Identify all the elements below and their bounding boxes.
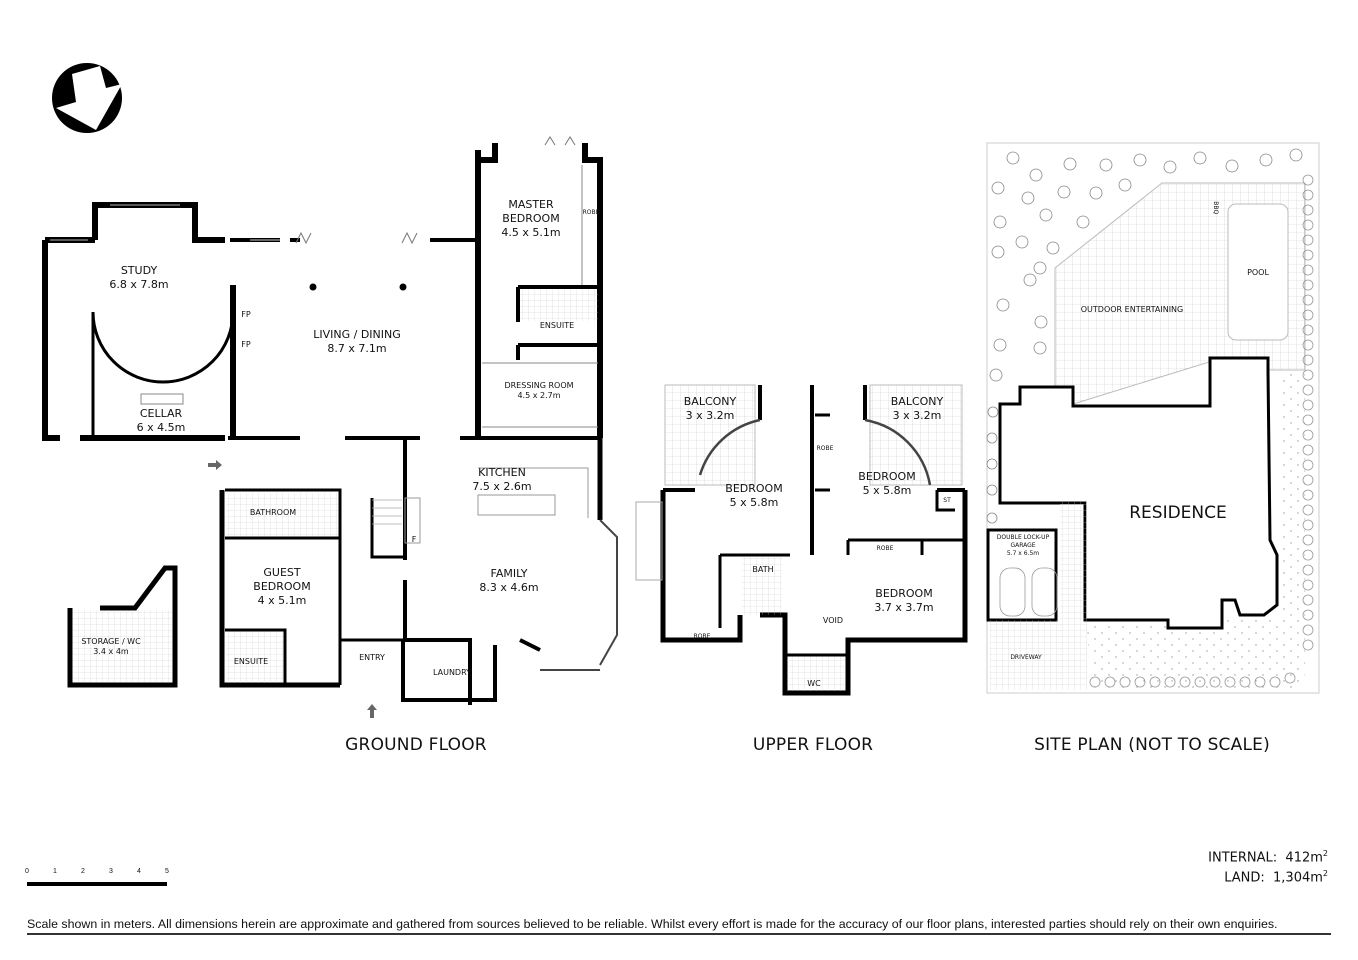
fireplace-label: FP bbox=[241, 340, 251, 349]
scale-tick: 5 bbox=[165, 868, 169, 875]
scale-bar: 0 1 2 3 4 5 bbox=[25, 868, 169, 886]
scale-tick: 0 bbox=[25, 868, 29, 875]
area-label-pool: POOL bbox=[1247, 268, 1269, 277]
internal-area: INTERNAL: 412m2 bbox=[1208, 849, 1328, 866]
room-label-bathroom: BATHROOM bbox=[249, 508, 297, 517]
fireplace-label: FP bbox=[241, 310, 251, 319]
room-label-wc: WC bbox=[807, 679, 821, 688]
scale-tick: 2 bbox=[81, 868, 85, 875]
ground-floor-plan bbox=[42, 136, 618, 718]
bbq-label: BBQ bbox=[1212, 201, 1220, 215]
area-label-outdoor-entertaining: OUTDOOR ENTERTAINING bbox=[1080, 305, 1184, 314]
upper-floor-title: UPPER FLOOR bbox=[752, 735, 874, 755]
room-label-void: VOID bbox=[822, 616, 844, 625]
site-plan-title: SITE PLAN (NOT TO SCALE) bbox=[1034, 735, 1270, 755]
robe-label: ROBE bbox=[876, 545, 894, 552]
robe-label: ROBE bbox=[693, 633, 711, 640]
land-area: LAND: 1,304m2 bbox=[1224, 869, 1328, 886]
area-label-residence: RESIDENCE bbox=[1129, 503, 1227, 523]
room-label-entry: ENTRY bbox=[359, 653, 385, 662]
area-label-driveway: DRIVEWAY bbox=[1010, 654, 1042, 661]
scale-tick: 3 bbox=[109, 868, 113, 875]
disclaimer-text: Scale shown in meters. All dimensions he… bbox=[27, 917, 1331, 935]
scale-tick: 4 bbox=[137, 868, 141, 875]
room-label-bath: BATH bbox=[752, 565, 774, 574]
upper-floor-plan bbox=[635, 384, 968, 696]
area-summary: INTERNAL: 412m2 LAND: 1,304m2 bbox=[1208, 848, 1328, 888]
ground-floor-title: GROUND FLOOR bbox=[345, 735, 487, 755]
robe-label: ROBE bbox=[816, 445, 834, 452]
storage-label: ST bbox=[943, 497, 951, 504]
room-label-laundry: LAUNDRY bbox=[432, 668, 472, 677]
room-label-guest-ensuite: ENSUITE bbox=[233, 657, 269, 666]
site-plan-drawing bbox=[986, 142, 1320, 694]
north-arrow-icon bbox=[52, 63, 122, 133]
scale-bar-line bbox=[27, 882, 167, 886]
room-label-master-ensuite: ENSUITE bbox=[539, 321, 575, 330]
robe-label: ROBE bbox=[582, 209, 600, 216]
fridge-label: F bbox=[411, 535, 417, 544]
scale-tick: 1 bbox=[53, 868, 57, 875]
